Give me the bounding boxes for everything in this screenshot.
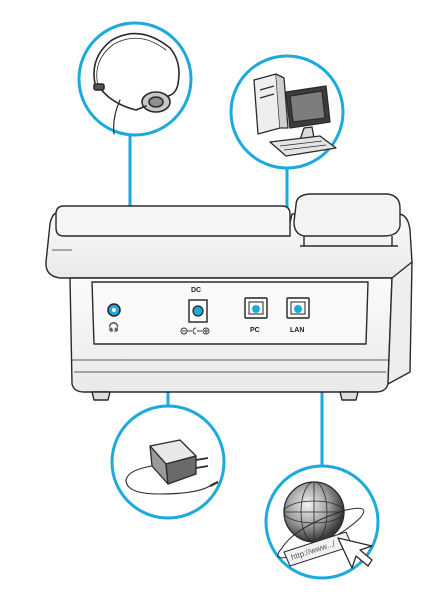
pc-port-dot bbox=[252, 305, 260, 313]
phone-foot-right bbox=[339, 391, 359, 401]
headphone-icon: 🎧 bbox=[108, 321, 119, 333]
pc-port-jack bbox=[248, 301, 264, 315]
adapter-cable bbox=[125, 465, 211, 495]
dc-port-label: DC bbox=[191, 287, 201, 294]
power-adapter-bubble bbox=[110, 404, 226, 520]
dc-power-port: DC bbox=[180, 287, 210, 335]
headset-jack-center bbox=[112, 308, 116, 312]
lan-port-dot bbox=[294, 305, 302, 313]
power-adapter-icon bbox=[125, 439, 219, 495]
handset bbox=[293, 193, 401, 237]
phone-foot-left bbox=[91, 391, 111, 401]
phone-sketch-detail bbox=[52, 249, 388, 373]
phone-body bbox=[45, 193, 413, 401]
dc-polarity-symbol bbox=[180, 327, 210, 335]
pc-port-label: PC bbox=[250, 327, 260, 334]
dc-jack bbox=[192, 305, 204, 317]
computer-tower bbox=[253, 73, 281, 135]
headset-port: 🎧 bbox=[107, 303, 121, 333]
computer-bubble bbox=[229, 54, 345, 170]
handset-cradle bbox=[300, 236, 398, 247]
computer-icon bbox=[253, 73, 337, 157]
internet-bubble: http://www.../ bbox=[264, 464, 380, 580]
cursor-arrow-icon bbox=[337, 537, 373, 569]
lan-port: LAN bbox=[286, 297, 310, 334]
phone-side bbox=[387, 261, 413, 385]
phone-top-panel bbox=[55, 205, 291, 237]
pc-port: PC bbox=[244, 297, 268, 334]
headset-icon bbox=[93, 32, 180, 135]
lan-port-jack bbox=[290, 301, 306, 315]
lan-port-label: LAN bbox=[290, 327, 304, 334]
phone-port-recess bbox=[91, 281, 369, 345]
headset-bubble bbox=[77, 21, 193, 137]
globe-orbit bbox=[277, 507, 365, 559]
